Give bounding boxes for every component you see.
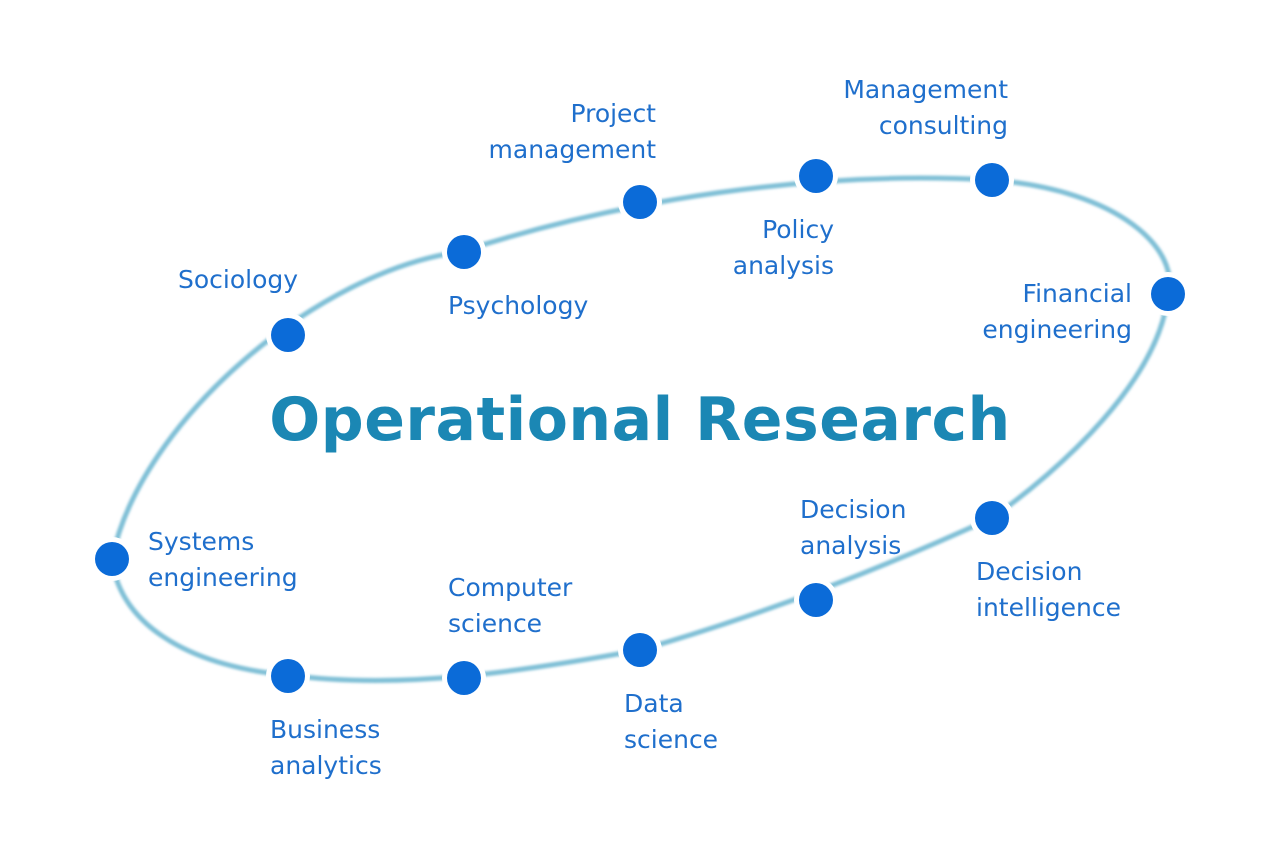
diagram-title: Operational Research xyxy=(269,385,1011,455)
node-sociology xyxy=(271,318,305,352)
node-project-management xyxy=(623,185,657,219)
node-management-consulting xyxy=(975,163,1009,197)
label-project-management: Project management xyxy=(488,99,656,164)
node-financial-engineering xyxy=(1151,277,1185,311)
node-business-analytics xyxy=(271,659,305,693)
label-sociology: Sociology xyxy=(178,265,299,294)
node-systems-engineering xyxy=(95,542,129,576)
label-psychology: Psychology xyxy=(448,291,589,320)
node-decision-intelligence xyxy=(975,501,1009,535)
label-management-consulting: Management consulting xyxy=(843,75,1008,140)
node-psychology xyxy=(447,235,481,269)
node-data-science xyxy=(623,633,657,667)
label-financial-engineering: Financial engineering xyxy=(982,279,1132,344)
label-decision-intelligence: Decision intelligence xyxy=(976,557,1122,622)
label-systems-engineering: Systems engineering xyxy=(148,527,298,592)
label-policy-analysis: Policy analysis xyxy=(732,215,834,280)
label-computer-science: Computer science xyxy=(448,573,573,638)
label-data-science: Data science xyxy=(624,689,719,754)
label-business-analytics: Business analytics xyxy=(270,715,382,780)
label-decision-analysis: Decision analysis xyxy=(800,495,907,560)
node-policy-analysis xyxy=(799,159,833,193)
node-computer-science xyxy=(447,661,481,695)
node-decision-analysis xyxy=(799,583,833,617)
